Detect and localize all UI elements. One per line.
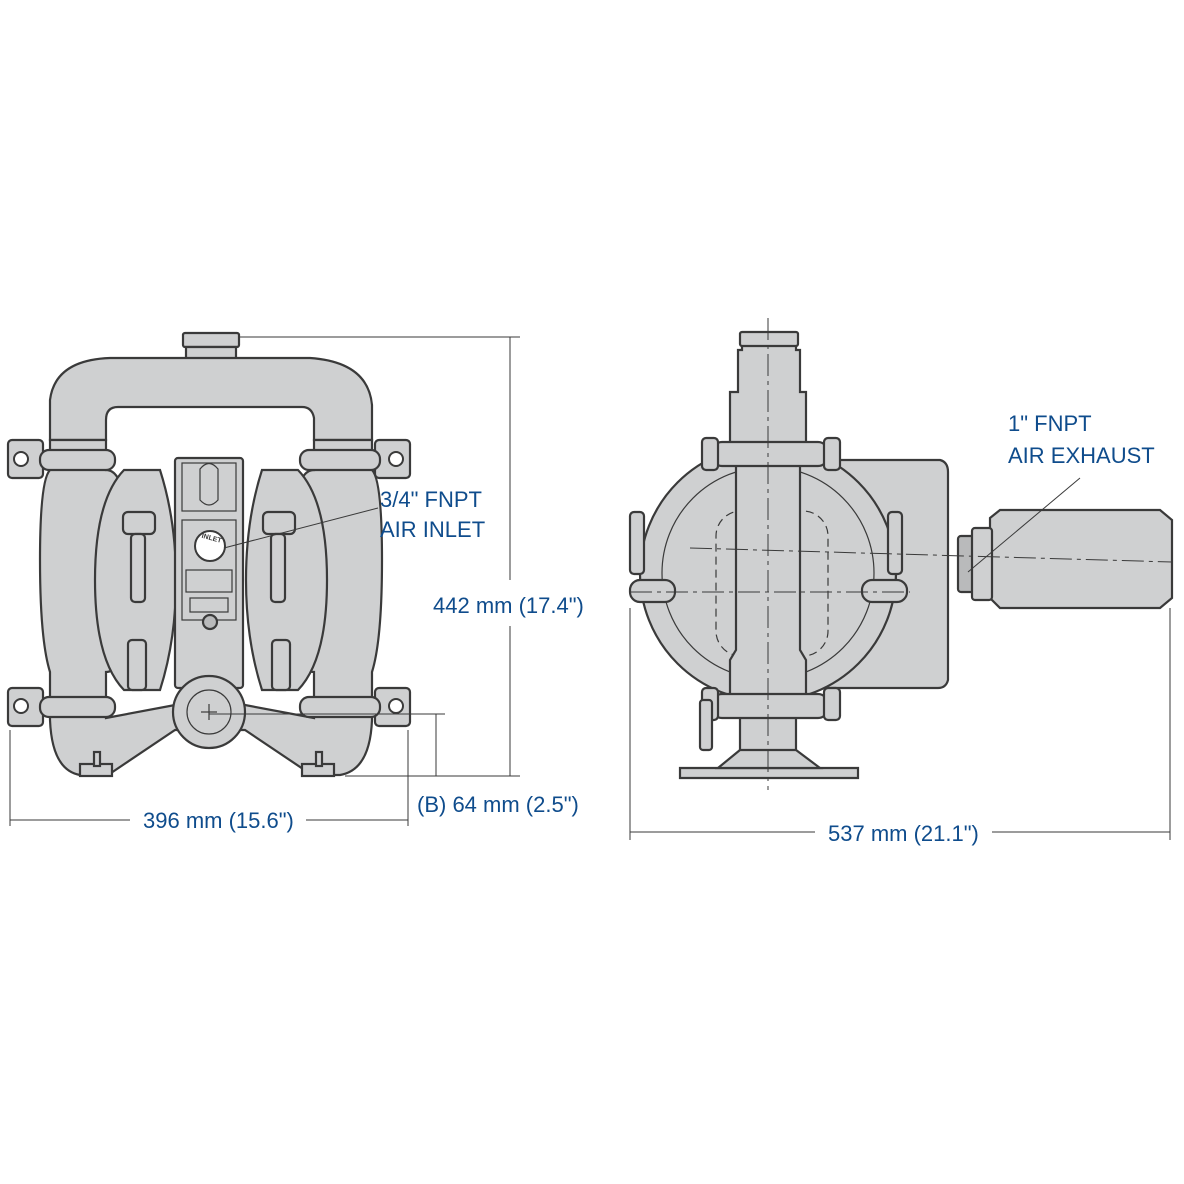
- air-inlet-label-line1: 3/4" FNPT: [380, 487, 482, 512]
- side-base-plate: [678, 766, 860, 780]
- front-clamps-bottom: [6, 686, 412, 728]
- front-top-manifold: [48, 356, 374, 442]
- air-exhaust-label-line2: AIR EXHAUST: [1008, 443, 1155, 468]
- air-inlet-port: [194, 530, 226, 562]
- side-dimensions: [629, 477, 1171, 840]
- width-dimension-label: 396 mm (15.6"): [143, 808, 294, 833]
- front-air-section: [173, 456, 245, 690]
- side-muffler: [988, 508, 1174, 610]
- front-feet: [78, 750, 336, 778]
- length-dimension-label: 537 mm (21.1"): [828, 821, 979, 846]
- front-diaphragm-clamps: [121, 510, 297, 692]
- air-inlet-label-line2: AIR INLET: [380, 517, 485, 542]
- b-dimension-label: (B) 64 mm (2.5"): [417, 792, 579, 817]
- front-dimensions: [9, 336, 520, 826]
- height-dimension-label: 442 mm (17.4"): [433, 593, 584, 618]
- air-exhaust-label-line1: 1" FNPT: [1008, 411, 1092, 436]
- side-view: [628, 318, 1174, 790]
- front-clamps-top: [6, 438, 412, 480]
- front-view: INLET: [6, 331, 412, 778]
